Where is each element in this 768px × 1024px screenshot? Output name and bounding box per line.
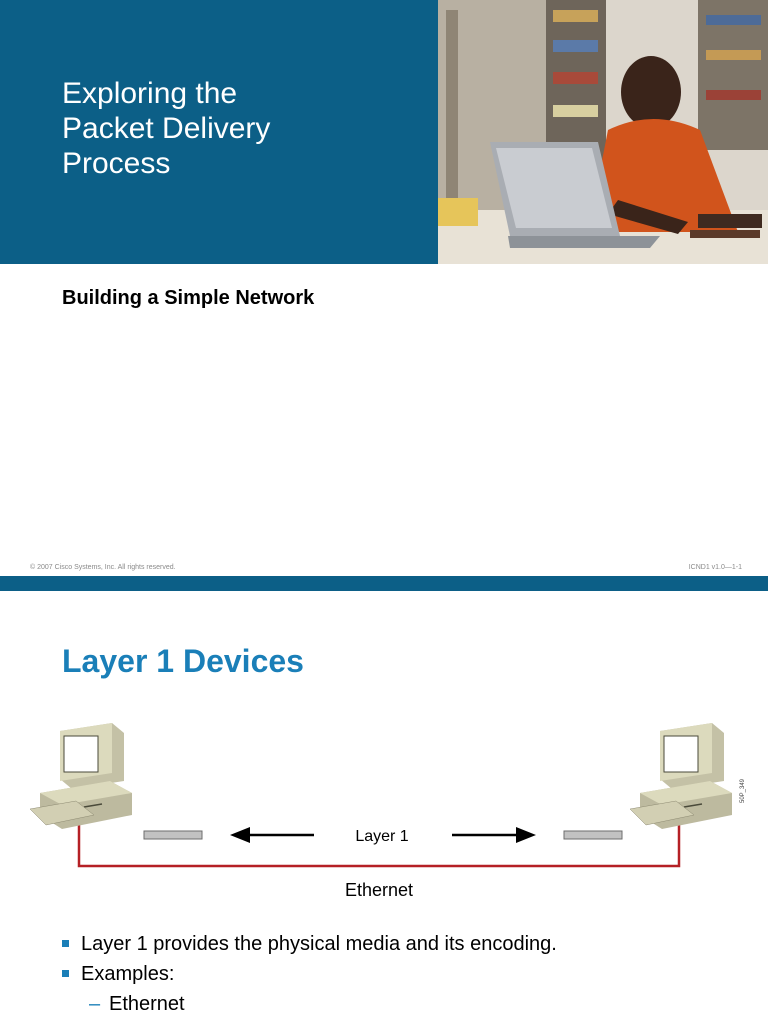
slide-title: Exploring the Packet Delivery Process — [62, 77, 271, 180]
bullet-square-icon — [62, 970, 69, 977]
left-connector — [143, 830, 203, 840]
right-connector — [563, 830, 623, 840]
figure-id: 50P_349 — [740, 778, 746, 803]
slide-divider-bar — [0, 576, 768, 591]
copyright-footer: © 2007 Cisco Systems, Inc. All rights re… — [30, 564, 176, 571]
student-laptop-photo — [438, 0, 768, 264]
left-computer-icon — [29, 723, 132, 829]
title-panel: Exploring the Packet Delivery Process — [0, 0, 438, 264]
ethernet-cable — [77, 799, 681, 868]
bullet-square-icon — [62, 940, 69, 947]
slide-subtitle: Building a Simple Network — [62, 287, 315, 309]
bullet-text: Examples: — [81, 963, 175, 985]
slide-2: Layer 1 Devices — [0, 591, 768, 1024]
slide-number-footer: ICND1 v1.0—1-1 — [688, 564, 742, 571]
slide-title: Layer 1 Devices — [62, 643, 304, 679]
sub-bullet-text: Ethernet — [109, 993, 185, 1015]
right-computer-icon — [629, 723, 732, 829]
right-arrow — [452, 827, 536, 843]
layer1-diagram: Layer 1 Ethernet 50P_349 — [0, 711, 768, 911]
ethernet-label: Ethernet — [345, 880, 413, 900]
slide-1: Exploring the Packet Delivery Process — [0, 0, 768, 571]
dash-icon: – — [89, 993, 101, 1015]
layer1-label: Layer 1 — [355, 828, 408, 845]
left-arrow — [230, 827, 314, 843]
bullet-text: Layer 1 provides the physical media and … — [81, 933, 557, 955]
